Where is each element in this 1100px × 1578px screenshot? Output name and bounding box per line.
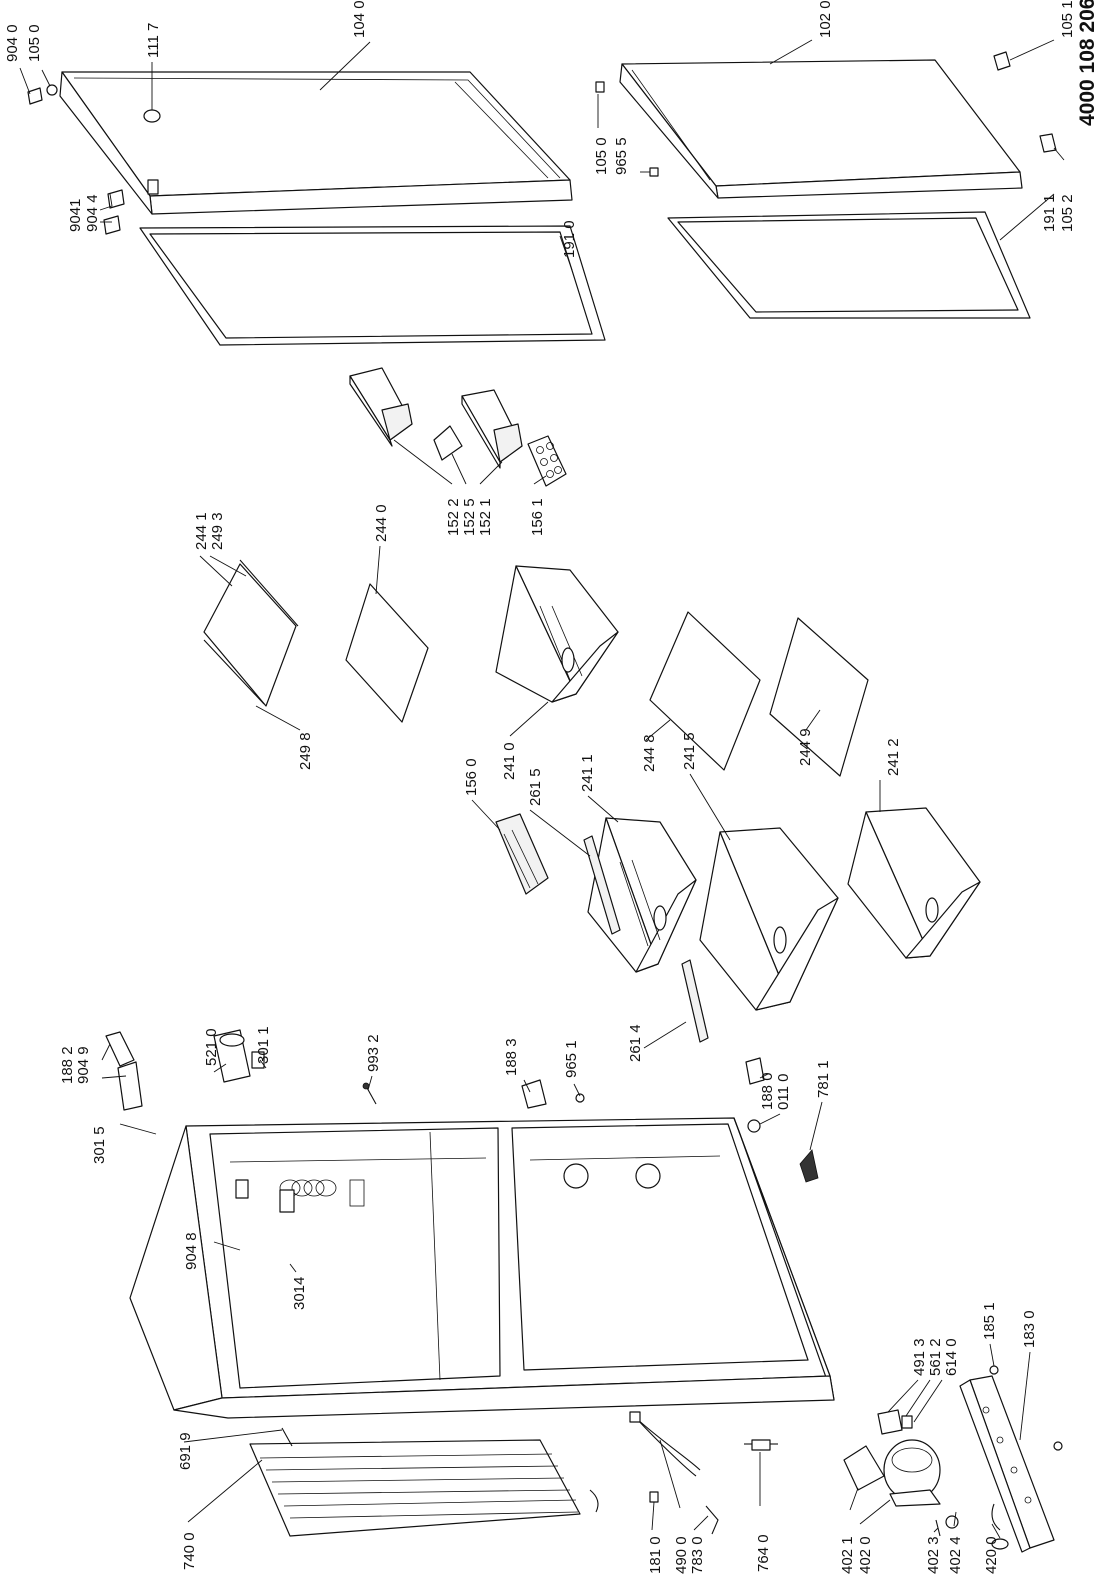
callout-241-5: 241 5 [681,732,698,770]
drawer-241-2-part [847,807,981,959]
callout-249-3: 249 3 [209,512,226,550]
door-bin-upper-part [349,367,413,447]
callout-904-8: 904 8 [183,1232,200,1270]
callout-9041: 9041 [67,199,84,232]
callout-301-5: 301 5 [91,1126,108,1164]
glass-shelf-upper-part [203,559,299,707]
callout-183-0: 183 0 [1021,1310,1038,1348]
door-gasket-part [139,225,606,346]
callout-740-0: 740 0 [181,1532,198,1570]
cabinet-body-part [129,1117,835,1419]
callout-105-0: 105 0 [26,24,43,62]
callout-152-5: 152 5 [461,498,478,536]
callout-561-2: 561 2 [927,1338,944,1376]
callout-181-0: 181 0 [647,1536,664,1574]
compressor-small-parts [935,1365,1063,1550]
glass-shelf-244-8-part [649,611,761,771]
power-cord-part [629,1411,701,1477]
callout-241-2: 241 2 [885,738,902,776]
callout-102-0: 102 0 [817,0,834,38]
drawer-241-5-part [699,827,839,1011]
callout-965-1: 965 1 [563,1040,580,1078]
leader-lines [19,39,1065,1539]
callout-244-9: 244 9 [797,728,814,766]
thermostat-knob-icon [563,1163,661,1189]
callout-188-0: 188 0 [759,1072,776,1110]
lamp-housing-part [213,1029,265,1083]
callout-244-0: 244 0 [373,504,390,542]
door-cap-part [27,84,58,105]
callout-188-3: 188 3 [503,1038,520,1076]
pipe-part [281,1427,293,1447]
callout-105-2: 105 2 [1059,194,1076,232]
callout-904-4: 904 4 [84,194,101,232]
callout-261-4: 261 4 [627,1024,644,1062]
callout-156-1: 156 1 [529,498,546,536]
callout-011-0: 011 0 [775,1074,792,1110]
callout-402-3: 402 3 [925,1536,942,1574]
drawer-supports [279,1179,365,1207]
callout-185-1: 185 1 [981,1302,998,1340]
callout-491-3: 491 3 [911,1338,928,1376]
drawer-241-0-part [495,565,619,703]
callout-152-1: 152 1 [477,498,494,536]
callout-191-0: 191 0 [561,220,578,258]
callout-521-0: 521 0 [203,1028,220,1066]
callout-301-1: 301 1 [255,1026,272,1064]
door-brackets-part [103,189,125,235]
fridge-door-part [59,71,573,215]
callout-156-0: 156 0 [463,758,480,796]
callout-105-0-b: 105 0 [593,137,610,175]
glass-shelf-mid-part [345,583,429,723]
door-bin-lower-part [461,389,523,469]
callout-402-4: 402 4 [947,1536,964,1574]
callout-105-1: 105 1 [1059,0,1076,38]
glass-shelf-244-9-part [769,617,869,777]
freezer-door-part [619,59,1023,199]
callout-781-1: 781 1 [815,1060,832,1098]
drawer-rails-part [583,835,709,1043]
callout-241-0: 241 0 [501,742,518,780]
callout-111-7: 111 7 [145,23,162,58]
callout-3014: 3014 [291,1277,308,1310]
egg-tray-part [527,435,567,487]
relay-part [744,1439,778,1451]
callout-783-0: 783 0 [689,1536,706,1574]
callout-249-8: 249 8 [297,732,314,770]
callout-764-0: 764 0 [755,1534,772,1572]
callout-244-8: 244 8 [641,734,658,772]
callout-152-2: 152 2 [445,498,462,536]
callout-402-0: 402 0 [857,1536,874,1574]
callout-104-0: 104 0 [351,0,368,38]
callout-labels: 904 0 105 0 111 7 104 0 9041 904 4 191 0… [4,0,1099,1574]
hinge-cover-part [105,1031,143,1111]
callout-191-1: 191 1 [1041,194,1058,232]
callout-993-2: 993 2 [365,1034,382,1072]
callout-420-0: 420 0 [983,1536,1000,1574]
callout-904-0: 904 0 [4,24,21,62]
compressor-cover-part [843,1409,913,1491]
callout-614-0: 614 0 [943,1338,960,1376]
compressor-part [883,1439,941,1507]
callout-241-1: 241 1 [579,754,596,792]
document-number: 4000 108 20629 [1076,0,1099,126]
ice-tray-part [495,813,549,895]
callout-402-1: 402 1 [839,1536,856,1574]
callout-490-0: 490 0 [673,1536,690,1574]
drawer-241-1-part [587,817,697,973]
callout-965-5: 965 5 [613,137,630,175]
bottle-clip-part [433,425,463,461]
callout-261-5: 261 5 [527,768,544,806]
base-plate-part [959,1375,1055,1553]
condenser-part [249,1439,599,1537]
freezer-gasket-part [667,211,1031,319]
callout-691-9: 691 9 [177,1432,194,1470]
callout-188-2: 188 2 [59,1046,76,1084]
callout-904-9: 904 9 [75,1046,92,1084]
callout-244-1: 244 1 [193,512,210,550]
plug-parts [649,1491,719,1535]
